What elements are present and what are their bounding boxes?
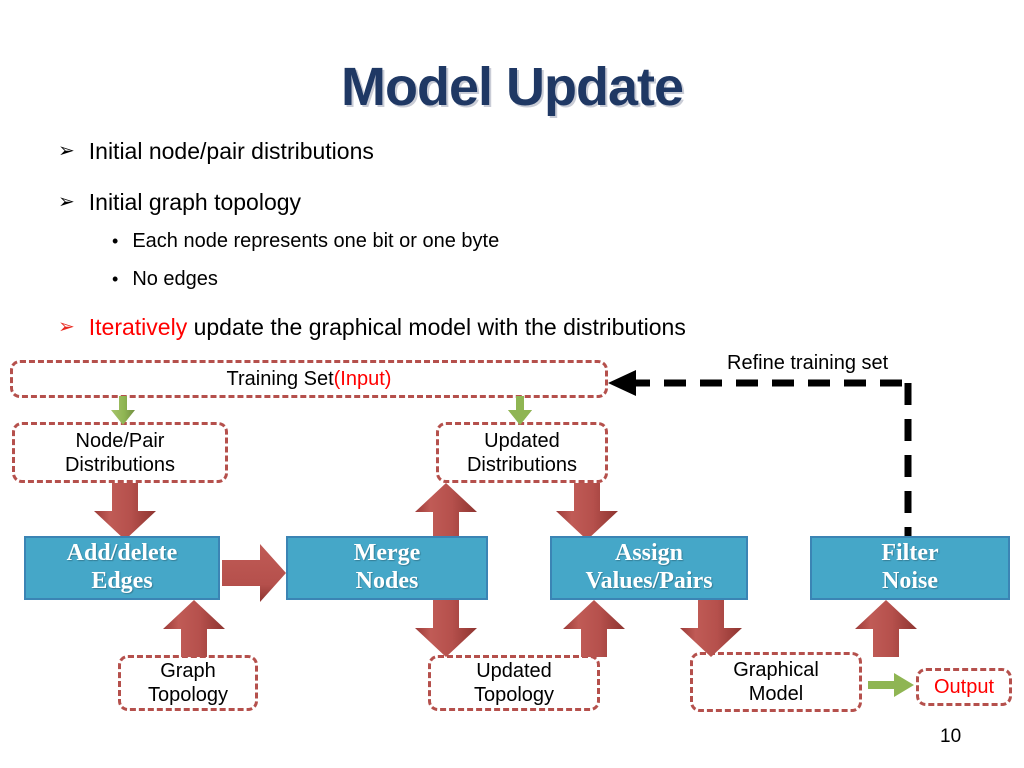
bullet-text-3: update the graphical model with the dist… xyxy=(187,314,686,340)
sub-bullet-item-1: • Each node represents one bit or one byt… xyxy=(112,230,499,253)
green-arrow-to-updated-distributions xyxy=(505,396,535,426)
filter-noise-line2: Noise xyxy=(881,568,938,594)
refine-training-set-label: Refine training set xyxy=(727,352,889,374)
red-arrow-distributions-to-add-delete xyxy=(86,483,164,541)
red-arrow-graph-topology-to-add-delete xyxy=(155,600,233,658)
red-arrow-updated-distributions-to-assign xyxy=(548,483,626,541)
bullet-item-1: ➢ Initial node/pair distributions xyxy=(58,138,374,165)
sub-bullet-text-1: Each node represents one bit or one byte xyxy=(132,230,500,252)
graphical-model-line2: Model xyxy=(748,683,804,705)
red-arrow-merge-to-updated-distributions xyxy=(407,483,485,541)
red-arrow-updated-topology-to-assign xyxy=(555,600,633,658)
red-arrow-graphical-model-to-filter-noise xyxy=(847,600,925,658)
node-pair-distributions-line1: Node/Pair xyxy=(75,429,165,452)
bullet-dot-icon: • xyxy=(112,269,119,289)
red-arrow-assign-to-graphical-model xyxy=(672,600,750,658)
updated-distributions-line2: Distributions xyxy=(466,453,578,476)
merge-nodes-line1: Merge xyxy=(353,540,421,567)
process-box-filter-noise[interactable]: Filter Noise xyxy=(810,536,1010,600)
add-delete-edges-line2: Edges xyxy=(91,568,153,594)
process-box-assign-values-pairs[interactable]: Assign Values/Pairs xyxy=(550,536,748,600)
node-pair-distributions-line2: Distributions xyxy=(64,453,176,476)
bullet-highlight-iteratively: Iteratively xyxy=(88,314,188,340)
bullet-item-2: ➢ Initial graph topology xyxy=(58,189,301,216)
page-title: Model Update xyxy=(340,57,684,117)
output-label: Output xyxy=(933,676,995,698)
output-box: Output xyxy=(916,668,1012,706)
merge-nodes-line2: Nodes xyxy=(355,568,419,594)
training-set-box: Training Set (Input) xyxy=(10,360,608,398)
assign-values-pairs-line1: Assign xyxy=(614,540,684,567)
green-arrow-to-node-pair-distributions xyxy=(108,396,138,426)
training-set-input-tag: (Input) xyxy=(333,368,392,390)
bullet-arrow-icon: ➢ xyxy=(58,316,75,338)
page-number: 10 xyxy=(940,726,962,747)
graph-topology-line2: Topology xyxy=(147,684,229,706)
graphical-model-box: Graphical Model xyxy=(690,652,862,712)
bullet-item-3: ➢ Iteratively update the graphical model … xyxy=(58,314,686,341)
graph-topology-box: Graph Topology xyxy=(118,655,258,711)
red-arrow-add-delete-to-merge xyxy=(222,540,288,606)
bullet-arrow-icon: ➢ xyxy=(58,191,75,213)
graph-topology-line1: Graph xyxy=(160,660,216,682)
graphical-model-line1: Graphical xyxy=(733,659,819,681)
updated-distributions-box: Updated Distributions xyxy=(436,422,608,483)
bullet-text-2: Initial graph topology xyxy=(88,189,302,215)
node-pair-distributions-box: Node/Pair Distributions xyxy=(12,422,228,483)
updated-topology-line2: Topology xyxy=(473,684,555,706)
bullet-dot-icon: • xyxy=(112,231,119,251)
add-delete-edges-line1: Add/delete xyxy=(66,540,178,567)
bullet-arrow-icon: ➢ xyxy=(58,140,75,162)
assign-values-pairs-line2: Values/Pairs xyxy=(585,568,713,594)
updated-topology-line1: Updated xyxy=(476,660,552,682)
sub-bullet-text-2: No edges xyxy=(132,268,218,290)
training-set-label: Training Set xyxy=(226,368,334,390)
sub-bullet-item-2: • No edges xyxy=(112,268,218,291)
process-box-add-delete-edges[interactable]: Add/delete Edges xyxy=(24,536,220,600)
process-box-merge-nodes[interactable]: Merge Nodes xyxy=(286,536,488,600)
green-arrow-to-output xyxy=(868,672,916,698)
bullet-text-1: Initial node/pair distributions xyxy=(88,138,374,164)
updated-topology-box: Updated Topology xyxy=(428,655,600,711)
updated-distributions-line1: Updated xyxy=(484,429,560,452)
red-arrow-merge-to-updated-topology xyxy=(407,600,485,658)
filter-noise-line1: Filter xyxy=(881,540,939,567)
